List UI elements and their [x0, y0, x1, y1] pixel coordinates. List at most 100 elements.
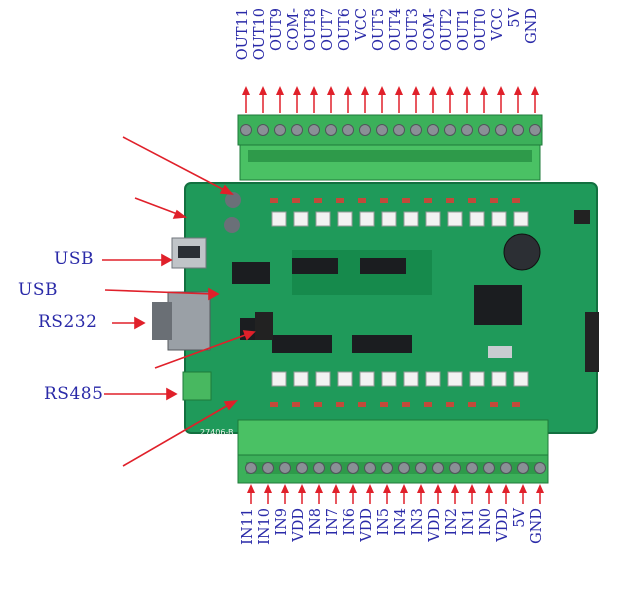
pin-arrowhead: [242, 86, 250, 95]
rs485-terminal: [182, 371, 212, 401]
pin-arrowhead: [502, 484, 510, 493]
optocoupler: [403, 371, 419, 387]
pin-arrowhead: [446, 86, 454, 95]
bottom-pin-label: IN4: [393, 508, 409, 536]
terminal-screw: [410, 124, 422, 136]
optocoupler: [491, 211, 507, 227]
terminal-screw: [325, 124, 337, 136]
pin-arrowhead: [468, 484, 476, 493]
pin-arrowhead: [315, 484, 323, 493]
terminal-screw: [449, 462, 461, 474]
terminal-screw: [517, 462, 529, 474]
optocoupler: [359, 371, 375, 387]
top-pin-arrows: [242, 86, 539, 113]
capacitor-2: [224, 217, 240, 233]
top-pin-label: VCC: [354, 8, 370, 41]
terminal-screw: [427, 124, 439, 136]
terminal-screw: [432, 462, 444, 474]
ic-chip-4: [360, 258, 406, 274]
top-pin-label: OUT8: [303, 8, 319, 52]
optocoupler: [381, 211, 397, 227]
top-pin-label: OUT9: [269, 8, 285, 52]
terminal-screw: [478, 124, 490, 136]
optocoupler: [403, 211, 419, 227]
led: [314, 402, 322, 407]
terminal-screw: [347, 462, 359, 474]
terminal-screw: [415, 462, 427, 474]
pin-arrowhead: [412, 86, 420, 95]
top-pin-label: OUT0: [473, 8, 489, 52]
terminal-screw: [240, 124, 252, 136]
optocoupler: [381, 371, 397, 387]
pin-arrowhead: [259, 86, 267, 95]
optocoupler: [447, 211, 463, 227]
header-pins-3: [255, 312, 273, 340]
pin-arrowhead: [332, 484, 340, 493]
optocoupler: [315, 211, 331, 227]
led: [402, 402, 410, 407]
bottom-pin-label: VDD: [291, 508, 307, 542]
pin-arrowhead: [264, 484, 272, 493]
pin-arrowhead: [417, 484, 425, 493]
led: [468, 198, 476, 203]
terminal-screw: [274, 124, 286, 136]
bottom-pin-label: IN2: [444, 508, 460, 536]
optocoupler: [315, 371, 331, 387]
terminal-screw: [466, 462, 478, 474]
bottom-pin-label: VDD: [427, 508, 443, 542]
bottom-pin-label: IN6: [342, 508, 358, 536]
pin-arrowhead: [434, 484, 442, 493]
optocoupler: [337, 211, 353, 227]
optocoupler: [425, 371, 441, 387]
terminal-screw: [257, 124, 269, 136]
led: [380, 402, 388, 407]
terminal-screw: [342, 124, 354, 136]
pin-arrowhead: [298, 484, 306, 493]
pin-arrowhead: [429, 86, 437, 95]
pin-arrowhead: [281, 484, 289, 493]
led: [402, 198, 410, 203]
top-pin-label: OUT6: [337, 8, 353, 52]
optocoupler: [469, 371, 485, 387]
led: [512, 198, 520, 203]
pin-arrowhead: [366, 484, 374, 493]
optocoupler: [513, 211, 529, 227]
terminal-screw: [313, 462, 325, 474]
led: [314, 198, 322, 203]
bottom-pin-label: IN11: [240, 508, 256, 545]
terminal-screw: [393, 124, 405, 136]
top-pin-label: OUT2: [439, 8, 455, 52]
led: [292, 402, 300, 407]
bottom-pin-label: VDD: [359, 508, 375, 542]
led: [490, 198, 498, 203]
led: [468, 402, 476, 407]
terminal-screw: [529, 124, 541, 136]
led: [270, 402, 278, 407]
bottom-pin-label: IN0: [478, 508, 494, 536]
mcu-chip: [474, 285, 522, 325]
battery: [503, 233, 541, 271]
terminal-screw: [291, 124, 303, 136]
terminal-screw: [534, 462, 546, 474]
pin-arrowhead: [383, 484, 391, 493]
optocoupler: [425, 211, 441, 227]
pin-arrowhead: [327, 86, 335, 95]
optocoupler: [469, 211, 485, 227]
top-pin-label: OUT10: [252, 8, 268, 61]
capacitor: [225, 192, 241, 208]
pin-arrowhead: [247, 484, 255, 493]
top-pin-label: GND: [524, 8, 540, 44]
led: [424, 198, 432, 203]
opto-row-bottom: [270, 371, 529, 407]
pin-arrowhead: [400, 484, 408, 493]
bottom-pin-arrows: [247, 484, 544, 504]
terminal-screw: [381, 462, 393, 474]
led: [446, 402, 454, 407]
bottom-pin-label: IN7: [325, 508, 341, 536]
pin-arrowhead: [514, 86, 522, 95]
terminal-screw: [296, 462, 308, 474]
terminal-screw: [500, 462, 512, 474]
bottom-pin-label: IN10: [257, 508, 273, 545]
header-pins-2: [585, 312, 599, 372]
